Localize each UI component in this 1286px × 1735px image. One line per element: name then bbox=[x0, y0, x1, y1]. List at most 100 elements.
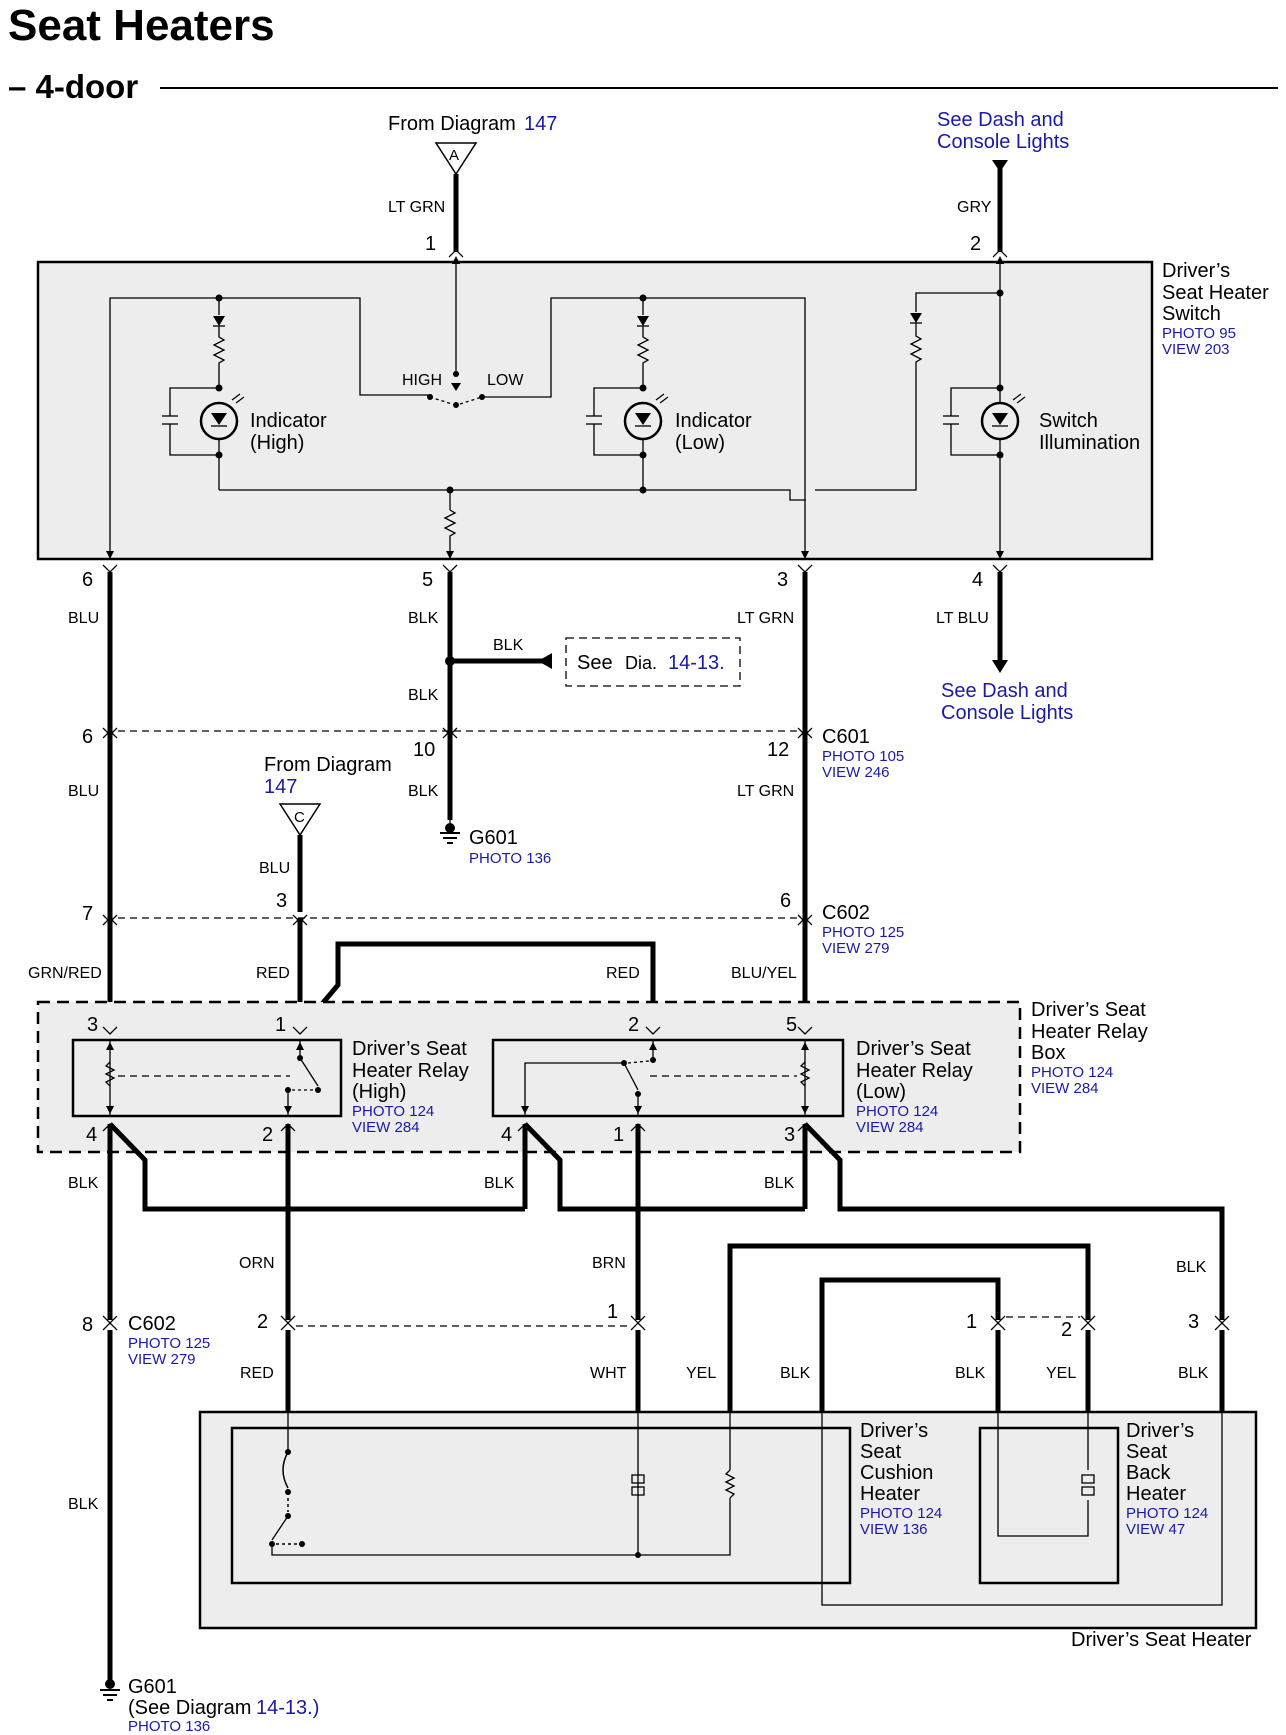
see-dash-console-top[interactable]: See Dash and Console Lights bbox=[937, 109, 1069, 153]
pin-label: 10 bbox=[413, 739, 435, 761]
svg-text:Heater: Heater bbox=[1126, 1483, 1186, 1505]
svg-text:Indicator: Indicator bbox=[250, 410, 327, 432]
svg-text:147: 147 bbox=[264, 776, 297, 798]
wire-blk-jumper bbox=[819, 1277, 1001, 1412]
svg-text:Driver’s Seat: Driver’s Seat bbox=[856, 1038, 971, 1060]
pin-label: 6 bbox=[780, 890, 791, 912]
view-link[interactable]: VIEW 47 bbox=[1126, 1521, 1185, 1538]
svg-text:See: See bbox=[577, 652, 613, 674]
back-heater-box bbox=[978, 1426, 1120, 1585]
svg-text:Heater Relay: Heater Relay bbox=[856, 1060, 973, 1082]
wire-label: BLK bbox=[1176, 1259, 1207, 1276]
from-diagram-text: From Diagram bbox=[388, 113, 516, 135]
svg-text:See Dash and: See Dash and bbox=[941, 680, 1068, 702]
photo-link[interactable]: PHOTO 136 bbox=[469, 850, 551, 867]
c602-terminals bbox=[102, 914, 813, 926]
photo-link[interactable]: PHOTO 125 bbox=[822, 924, 904, 941]
view-link[interactable]: VIEW 284 bbox=[856, 1119, 924, 1136]
pin-label: 7 bbox=[82, 903, 93, 925]
see-dash-console-bottom[interactable]: See Dash and Console Lights bbox=[941, 680, 1073, 724]
wire-label: RED bbox=[606, 965, 640, 982]
svg-text:Heater Relay: Heater Relay bbox=[352, 1060, 469, 1082]
page-title: Seat Heaters bbox=[8, 1, 275, 50]
wire-label: WHT bbox=[590, 1365, 627, 1382]
wire-label: RED bbox=[240, 1365, 274, 1382]
svg-text:Illumination: Illumination bbox=[1039, 432, 1140, 454]
view-link[interactable]: VIEW 284 bbox=[352, 1119, 420, 1136]
view-link[interactable]: VIEW 279 bbox=[822, 940, 890, 957]
pin-label: 4 bbox=[501, 1124, 512, 1146]
photo-link[interactable]: PHOTO 124 bbox=[1031, 1064, 1113, 1081]
switch-title: Driver’s Seat Heater Switch PHOTO 95 VIE… bbox=[1162, 260, 1269, 358]
svg-text:C602: C602 bbox=[128, 1313, 176, 1335]
wire-label: BLU bbox=[259, 860, 290, 877]
c602-top-label: C602 PHOTO 125 VIEW 279 bbox=[822, 902, 904, 957]
svg-text:Driver’s: Driver’s bbox=[860, 1420, 928, 1442]
back-heater-label: Driver’s Seat Back Heater PHOTO 124 VIEW… bbox=[1126, 1420, 1208, 1538]
photo-link[interactable]: PHOTO 124 bbox=[352, 1103, 434, 1120]
wire-blk-relay-gnd bbox=[108, 1122, 525, 1212]
from-diagram-link[interactable]: 147 bbox=[524, 113, 557, 135]
photo-link[interactable]: PHOTO 124 bbox=[860, 1505, 942, 1522]
wire-blk-right bbox=[803, 1122, 1225, 1320]
photo-link[interactable]: PHOTO 95 bbox=[1162, 325, 1236, 342]
diagram-link[interactable]: 14-13.) bbox=[256, 1697, 319, 1719]
svg-text:(See Diagram: (See Diagram bbox=[128, 1697, 251, 1719]
svg-text:Dia.: Dia. bbox=[625, 653, 657, 673]
svg-text:Seat: Seat bbox=[860, 1441, 902, 1463]
svg-text:Indicator: Indicator bbox=[675, 410, 752, 432]
svg-text:Switch: Switch bbox=[1039, 410, 1098, 432]
photo-link[interactable]: PHOTO 124 bbox=[1126, 1505, 1208, 1522]
svg-text:Console Lights: Console Lights bbox=[941, 702, 1073, 724]
wire-label-ltgrn: LT GRN bbox=[388, 199, 445, 216]
wire-label: LT BLU bbox=[936, 610, 989, 627]
pin-label: 2 bbox=[628, 1014, 639, 1036]
wire-label: RED bbox=[256, 965, 290, 982]
from-diagram-c[interactable]: From Diagram 147 C bbox=[264, 754, 392, 837]
view-link[interactable]: VIEW 136 bbox=[860, 1521, 928, 1538]
see-dia-link[interactable]: See Dia. 14-13. bbox=[577, 652, 725, 674]
svg-text:6: 6 bbox=[82, 569, 93, 591]
heater-inner-loop bbox=[821, 1411, 1223, 1606]
photo-link[interactable]: PHOTO 124 bbox=[856, 1103, 938, 1120]
photo-link[interactable]: PHOTO 105 bbox=[822, 748, 904, 765]
ground-g601-top: G601 PHOTO 136 bbox=[440, 820, 551, 867]
wire-label: BLK bbox=[493, 637, 524, 654]
relay-high-label: Driver’s Seat Heater Relay (High) PHOTO … bbox=[352, 1038, 469, 1136]
wire-label: BLK bbox=[484, 1175, 515, 1192]
photo-link[interactable]: PHOTO 125 bbox=[128, 1335, 210, 1352]
cushion-heater-box bbox=[230, 1426, 852, 1585]
pin-label: 1 bbox=[613, 1124, 624, 1146]
view-link[interactable]: VIEW 246 bbox=[822, 764, 890, 781]
back-circuit bbox=[997, 1412, 1095, 1537]
wire-yel-jumper bbox=[727, 1243, 1091, 1412]
wire-label: BRN bbox=[592, 1255, 626, 1272]
wire-label: LT GRN bbox=[737, 783, 794, 800]
svg-text:(Low): (Low) bbox=[675, 432, 725, 454]
wire-label: LT GRN bbox=[737, 610, 794, 627]
svg-text:G601: G601 bbox=[469, 827, 518, 849]
svg-text:C602: C602 bbox=[822, 902, 870, 924]
from-diagram-a[interactable]: From Diagram 147 A bbox=[388, 113, 557, 176]
wire-label: YEL bbox=[686, 1365, 716, 1382]
svg-text:HIGH: HIGH bbox=[402, 372, 442, 389]
terminal-2 bbox=[992, 249, 1008, 258]
svg-text:Driver’s Seat: Driver’s Seat bbox=[352, 1038, 467, 1060]
photo-link[interactable]: PHOTO 136 bbox=[128, 1718, 210, 1735]
svg-text:G601: G601 bbox=[128, 1676, 177, 1698]
wire-blk-relay-gnd2 bbox=[523, 1122, 805, 1212]
c601-terminals bbox=[102, 727, 813, 739]
svg-text:Heater: Heater bbox=[860, 1483, 920, 1505]
svg-text:Back: Back bbox=[1126, 1462, 1171, 1484]
wire-label: BLK bbox=[68, 1175, 99, 1192]
arrow-see-dia bbox=[538, 653, 552, 669]
svg-text:Driver’s: Driver’s bbox=[1162, 260, 1230, 282]
wire-label-gry: GRY bbox=[957, 199, 992, 216]
pin-label: 1 bbox=[607, 1301, 618, 1323]
pin-label: 2 bbox=[970, 233, 981, 255]
view-link[interactable]: VIEW 203 bbox=[1162, 341, 1230, 358]
relay-box-label: Driver’s Seat Heater Relay Box PHOTO 124… bbox=[1031, 999, 1148, 1097]
view-link[interactable]: VIEW 279 bbox=[128, 1351, 196, 1368]
view-link[interactable]: VIEW 284 bbox=[1031, 1080, 1099, 1097]
